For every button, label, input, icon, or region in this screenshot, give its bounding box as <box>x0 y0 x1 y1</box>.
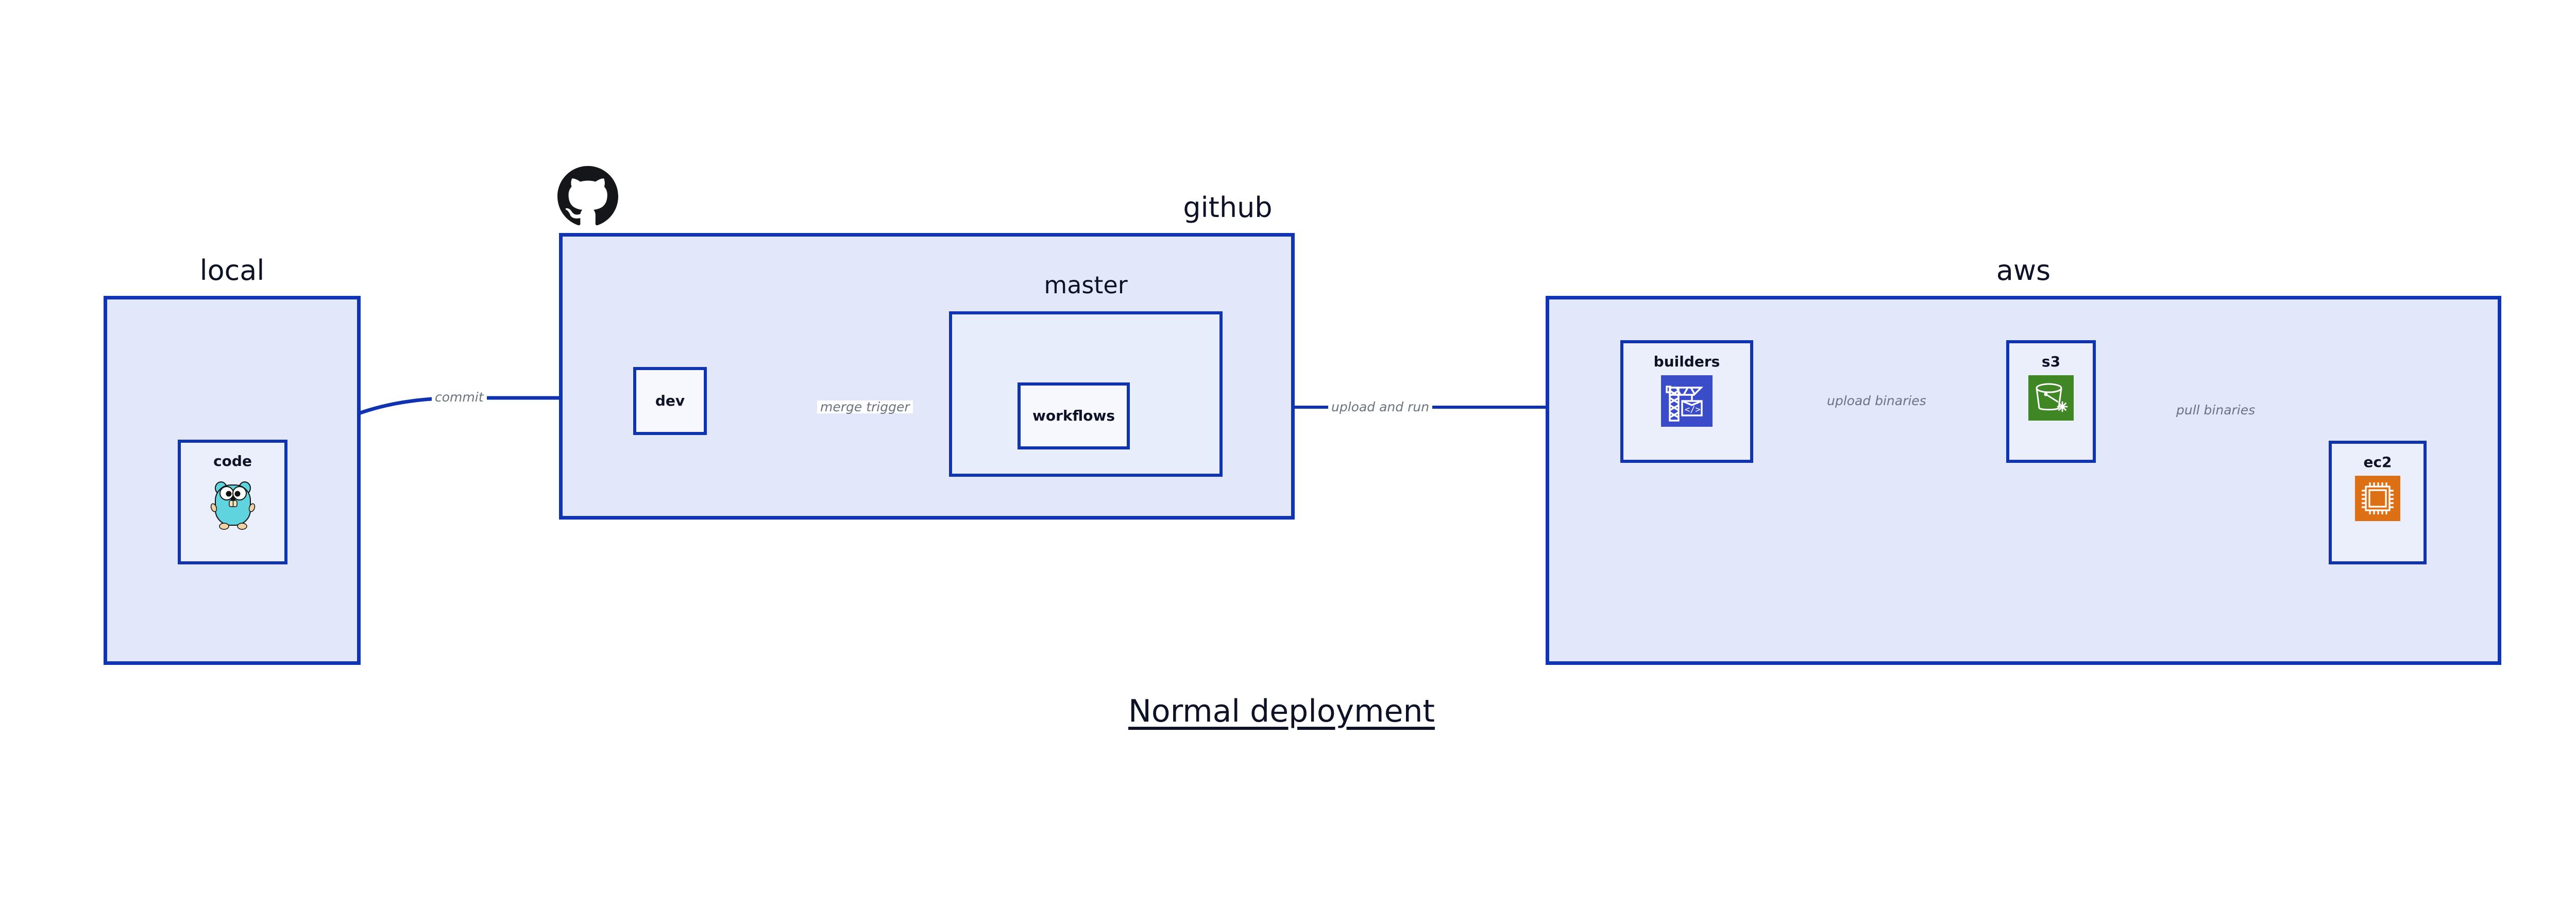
github-octocat-icon <box>557 166 618 229</box>
node-builders[interactable]: builders <box>1620 340 1753 463</box>
node-code[interactable]: code <box>178 440 287 564</box>
go-gopher-icon <box>208 477 258 532</box>
edge-label-pull-binaries: pull binaries <box>2173 404 2259 416</box>
node-builders-label: builders <box>1653 353 1720 370</box>
node-workflows-label: workflows <box>1032 407 1115 424</box>
node-ec2[interactable]: ec2 <box>2329 441 2427 564</box>
edge-label-upload-binaries: upload binaries <box>1824 394 1929 407</box>
node-ec2-label: ec2 <box>2363 454 2392 471</box>
node-s3[interactable]: s3 <box>2006 340 2096 463</box>
diagram-caption: Normal deployment <box>1128 693 1435 729</box>
node-workflows[interactable]: workflows <box>1018 382 1130 449</box>
group-local-title: local <box>199 254 265 287</box>
aws-builder-icon: </> <box>1661 375 1713 429</box>
aws-ec2-icon <box>2355 476 2400 523</box>
edge-label-merge-trigger: merge trigger <box>817 400 913 413</box>
group-aws-title: aws <box>1996 254 2051 287</box>
node-dev[interactable]: dev <box>633 367 707 435</box>
aws-s3-icon <box>2028 375 2074 423</box>
svg-text:</>: </> <box>1685 405 1701 415</box>
node-s3-label: s3 <box>2041 353 2061 370</box>
edge-label-commit: commit <box>432 391 487 404</box>
group-master-title: master <box>1044 271 1128 299</box>
edge-label-upload-and-run: upload and run <box>1328 400 1433 413</box>
group-github-title: github <box>1183 191 1273 224</box>
node-dev-label: dev <box>655 392 685 409</box>
node-code-label: code <box>213 453 252 470</box>
